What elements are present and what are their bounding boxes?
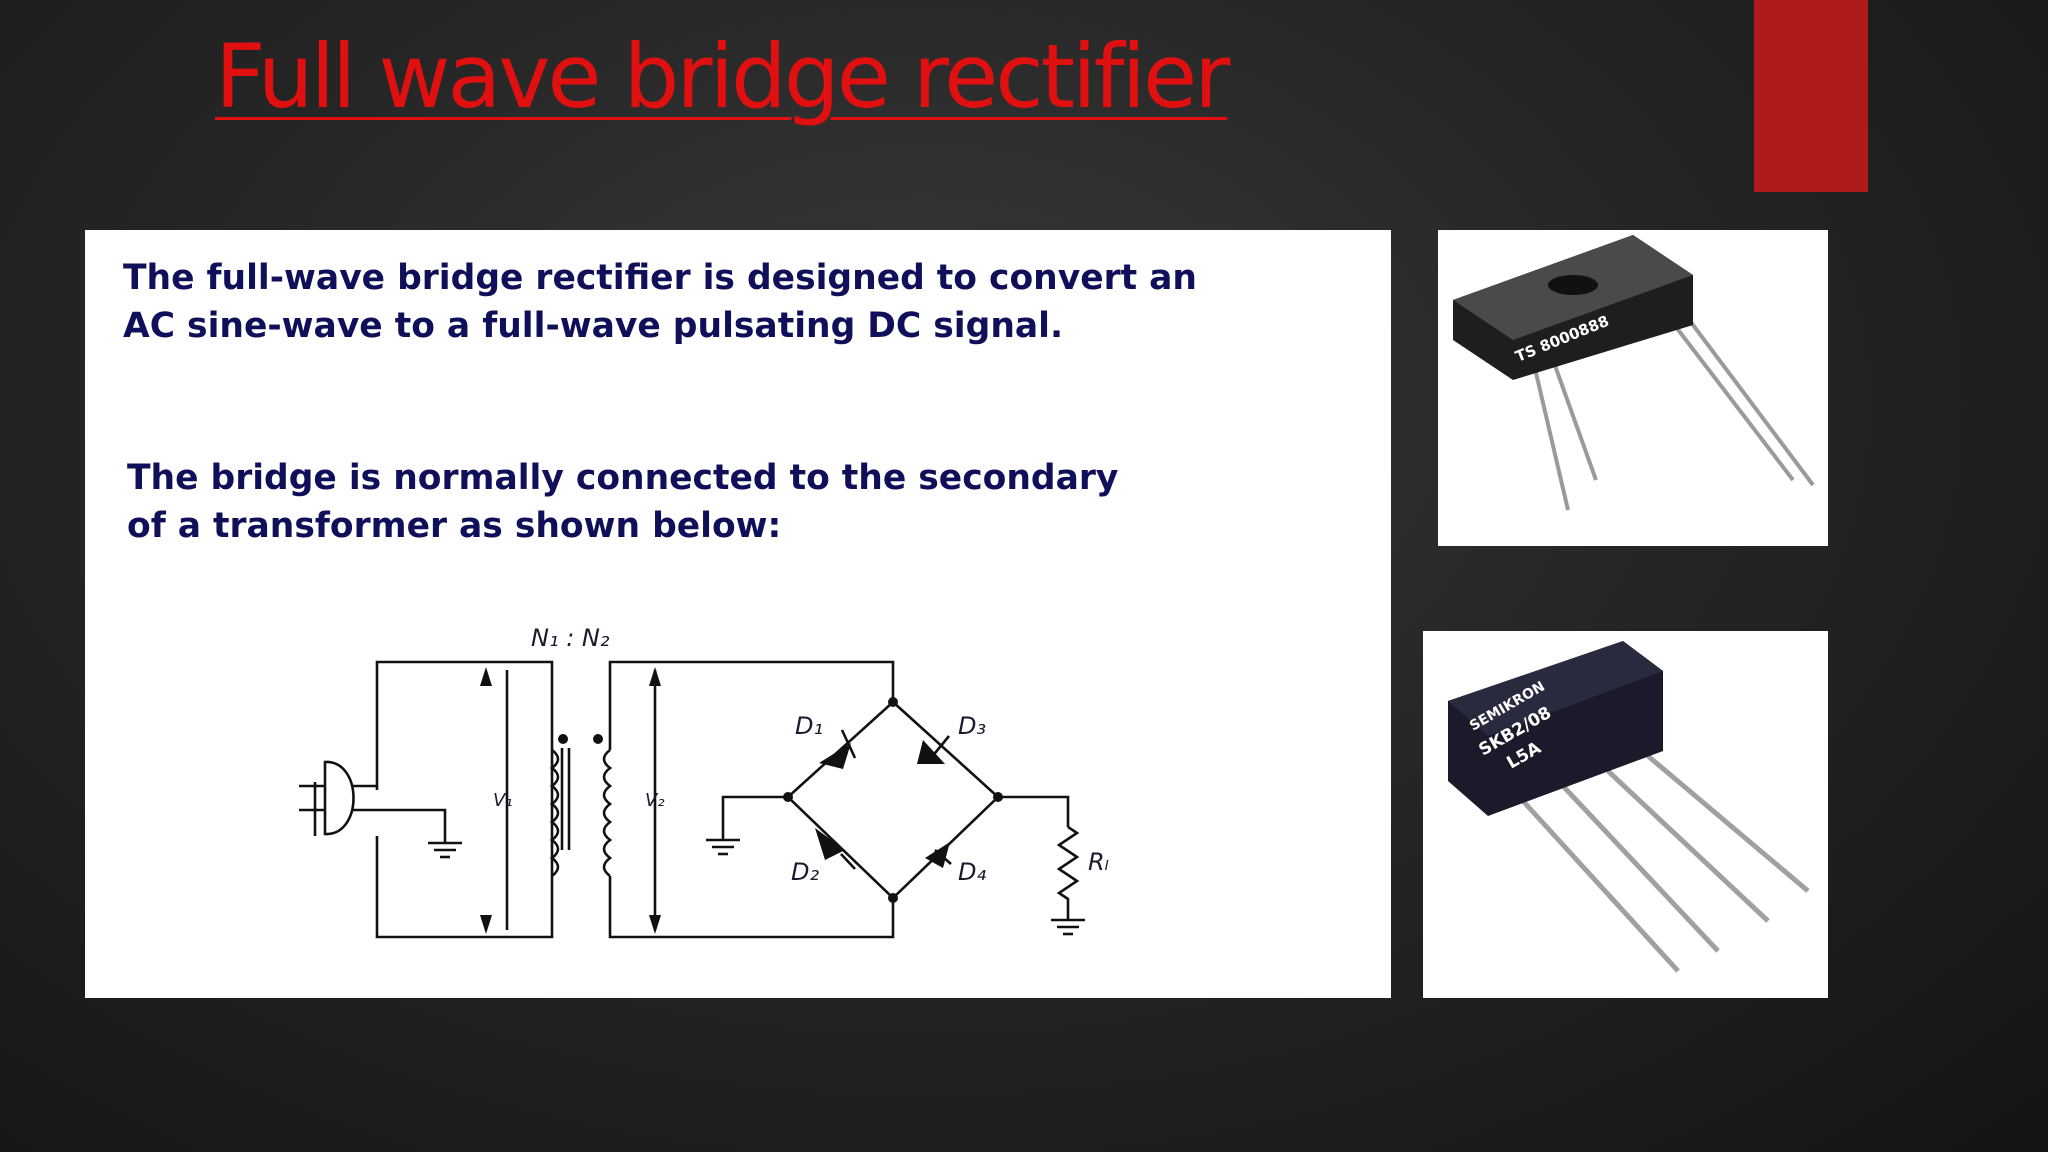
ground-symbol-load [1051,918,1085,936]
load-label: Rₗ [1088,848,1109,876]
slide-title: Full wave bridge rectifier [215,25,1230,128]
content-panel: The full-wave bridge rectifier is design… [85,230,1391,998]
d1-label: D₁ [795,712,823,740]
secondary-wire [608,660,895,750]
bridge-rectifier-circuit: N₁ : N₂ V₁ V₂ D₁ D₃ D₂ D₄ Rₗ [299,624,1109,939]
bridge-rectifier-photo-2: SEMIKRON SKB2/08 L5A [1423,631,1828,998]
d4-label: D₄ [958,858,986,886]
v2-label: V₂ [645,790,665,811]
secondary-coil [602,748,613,878]
d2-label: D₂ [791,858,819,886]
v1-label: V₁ [493,790,513,811]
load-resistor [1056,825,1080,920]
diode-d2-icon [815,828,845,860]
transformer-paragraph: The bridge is normally connected to the … [127,458,1119,546]
turns-ratio-label: N₁ : N₂ [531,624,610,652]
bridge-rectifier-photo-1: TS 8000888 [1438,230,1828,546]
ac-plug-icon [323,760,355,836]
diode-d4-icon [925,842,950,868]
primary-wire [375,660,554,939]
diode-d1-icon [819,743,851,769]
d3-label: D₃ [958,712,986,740]
accent-bar [1754,0,1868,192]
ground-symbol-primary [428,841,462,859]
description-paragraph: The full-wave bridge rectifier is design… [123,258,1197,346]
primary-coil [549,748,560,878]
diode-d3-icon [917,740,945,764]
ground-symbol-bridge [706,838,740,856]
